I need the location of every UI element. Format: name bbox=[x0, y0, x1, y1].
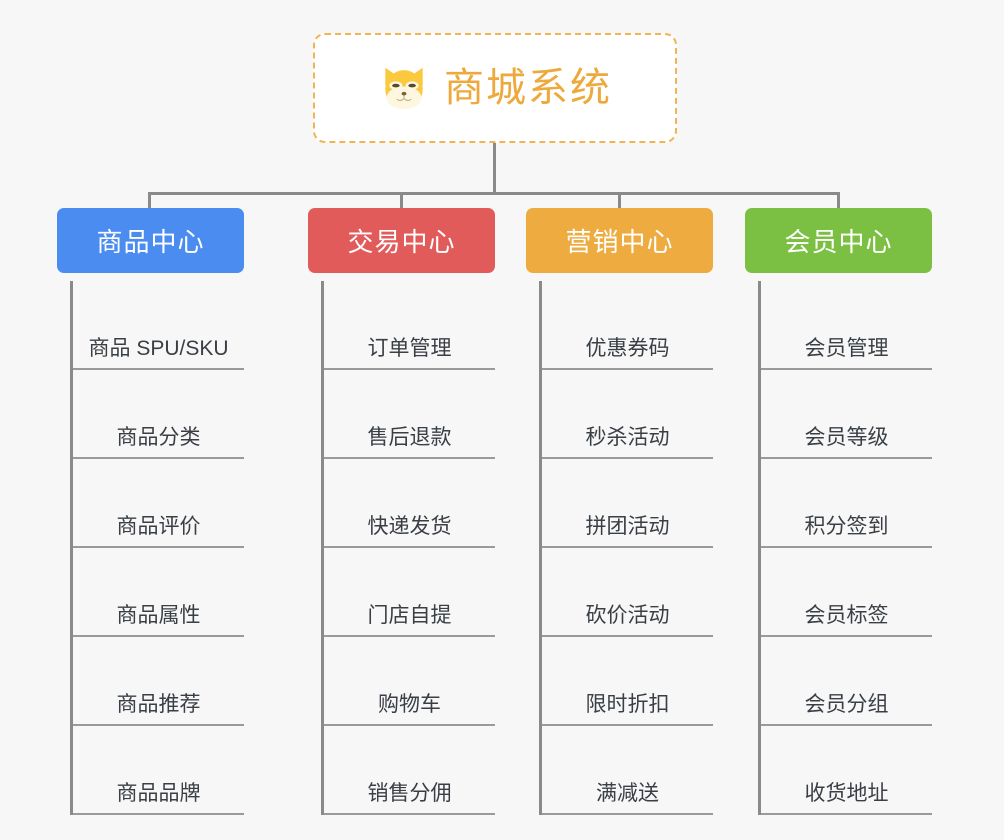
list-item-label: 快递发货 bbox=[367, 514, 452, 538]
column-spine-trade bbox=[321, 281, 324, 815]
list-item[interactable]: 销售分佣 bbox=[324, 726, 495, 815]
list-item[interactable]: 售后退款 bbox=[324, 370, 495, 459]
list-item-label: 商品推荐 bbox=[116, 692, 201, 716]
list-item[interactable]: 满减送 bbox=[542, 726, 713, 815]
column-items-trade: 订单管理 售后退款 快递发货 门店自提 购物车 销售分佣 bbox=[308, 281, 495, 815]
list-item[interactable]: 商品属性 bbox=[73, 548, 244, 637]
list-item[interactable]: 砍价活动 bbox=[542, 548, 713, 637]
list-item-label: 商品分类 bbox=[116, 425, 201, 449]
list-item-label: 售后退款 bbox=[367, 425, 452, 449]
list-item[interactable]: 门店自提 bbox=[324, 548, 495, 637]
list-item[interactable]: 收货地址 bbox=[761, 726, 932, 815]
list-item[interactable]: 会员分组 bbox=[761, 637, 932, 726]
list-item[interactable]: 商品品牌 bbox=[73, 726, 244, 815]
list-item[interactable]: 商品 SPU/SKU bbox=[73, 281, 244, 370]
list-item-label: 商品品牌 bbox=[116, 781, 201, 805]
list-item-label: 优惠券码 bbox=[585, 336, 670, 360]
list-item[interactable]: 订单管理 bbox=[324, 281, 495, 370]
branch-column-product: 商品中心 商品 SPU/SKU 商品分类 商品评价 商品属性 商品推荐 商品品牌 bbox=[57, 208, 244, 815]
connector-bus bbox=[148, 192, 840, 195]
column-items-member: 会员管理 会员等级 积分签到 会员标签 会员分组 收货地址 bbox=[745, 281, 932, 815]
connector-drop-2 bbox=[400, 192, 403, 208]
column-items-product: 商品 SPU/SKU 商品分类 商品评价 商品属性 商品推荐 商品品牌 bbox=[57, 281, 244, 815]
list-item-label: 收货地址 bbox=[804, 781, 889, 805]
list-item-label: 砍价活动 bbox=[585, 603, 670, 627]
column-header-marketing[interactable]: 营销中心 bbox=[526, 208, 713, 273]
list-item-label: 会员等级 bbox=[804, 425, 889, 449]
root-node[interactable]: 商城系统 bbox=[313, 33, 677, 143]
column-header-trade[interactable]: 交易中心 bbox=[308, 208, 495, 273]
root-title: 商城系统 bbox=[444, 66, 612, 110]
list-item-label: 商品 SPU/SKU bbox=[88, 336, 229, 360]
connector-stem bbox=[493, 143, 496, 194]
list-item-label: 会员标签 bbox=[804, 603, 889, 627]
list-item[interactable]: 商品推荐 bbox=[73, 637, 244, 726]
list-item-label: 会员管理 bbox=[804, 336, 889, 360]
list-item-label: 拼团活动 bbox=[585, 514, 670, 538]
connector-drop-3 bbox=[618, 192, 621, 208]
list-item[interactable]: 拼团活动 bbox=[542, 459, 713, 548]
list-item-label: 满减送 bbox=[596, 781, 659, 805]
list-item[interactable]: 商品评价 bbox=[73, 459, 244, 548]
list-item-label: 订单管理 bbox=[367, 336, 452, 360]
shiba-dog-icon bbox=[385, 67, 423, 110]
list-item[interactable]: 购物车 bbox=[324, 637, 495, 726]
branch-column-trade: 交易中心 订单管理 售后退款 快递发货 门店自提 购物车 销售分佣 bbox=[308, 208, 495, 815]
list-item-label: 会员分组 bbox=[804, 692, 889, 716]
list-item-label: 商品评价 bbox=[116, 514, 201, 538]
column-items-marketing: 优惠券码 秒杀活动 拼团活动 砍价活动 限时折扣 满减送 bbox=[526, 281, 713, 815]
list-item-label: 购物车 bbox=[378, 692, 441, 716]
column-spine-member bbox=[758, 281, 761, 815]
column-spine-marketing bbox=[539, 281, 542, 815]
list-item[interactable]: 会员等级 bbox=[761, 370, 932, 459]
list-item[interactable]: 商品分类 bbox=[73, 370, 244, 459]
list-item[interactable]: 优惠券码 bbox=[542, 281, 713, 370]
branch-column-marketing: 营销中心 优惠券码 秒杀活动 拼团活动 砍价活动 限时折扣 满减送 bbox=[526, 208, 713, 815]
column-header-product[interactable]: 商品中心 bbox=[57, 208, 244, 273]
list-item-label: 秒杀活动 bbox=[585, 425, 670, 449]
list-item-label: 商品属性 bbox=[116, 603, 201, 627]
list-item-label: 积分签到 bbox=[804, 514, 889, 538]
list-item-label: 销售分佣 bbox=[367, 781, 452, 805]
connector-drop-4 bbox=[837, 192, 840, 208]
list-item[interactable]: 限时折扣 bbox=[542, 637, 713, 726]
column-header-member[interactable]: 会员中心 bbox=[745, 208, 932, 273]
list-item[interactable]: 会员标签 bbox=[761, 548, 932, 637]
branch-column-member: 会员中心 会员管理 会员等级 积分签到 会员标签 会员分组 收货地址 bbox=[745, 208, 932, 815]
list-item[interactable]: 会员管理 bbox=[761, 281, 932, 370]
column-spine-product bbox=[70, 281, 73, 815]
connector-drop-1 bbox=[148, 192, 151, 208]
list-item[interactable]: 积分签到 bbox=[761, 459, 932, 548]
list-item[interactable]: 秒杀活动 bbox=[542, 370, 713, 459]
list-item[interactable]: 快递发货 bbox=[324, 459, 495, 548]
list-item-label: 限时折扣 bbox=[585, 692, 670, 716]
list-item-label: 门店自提 bbox=[367, 603, 452, 627]
